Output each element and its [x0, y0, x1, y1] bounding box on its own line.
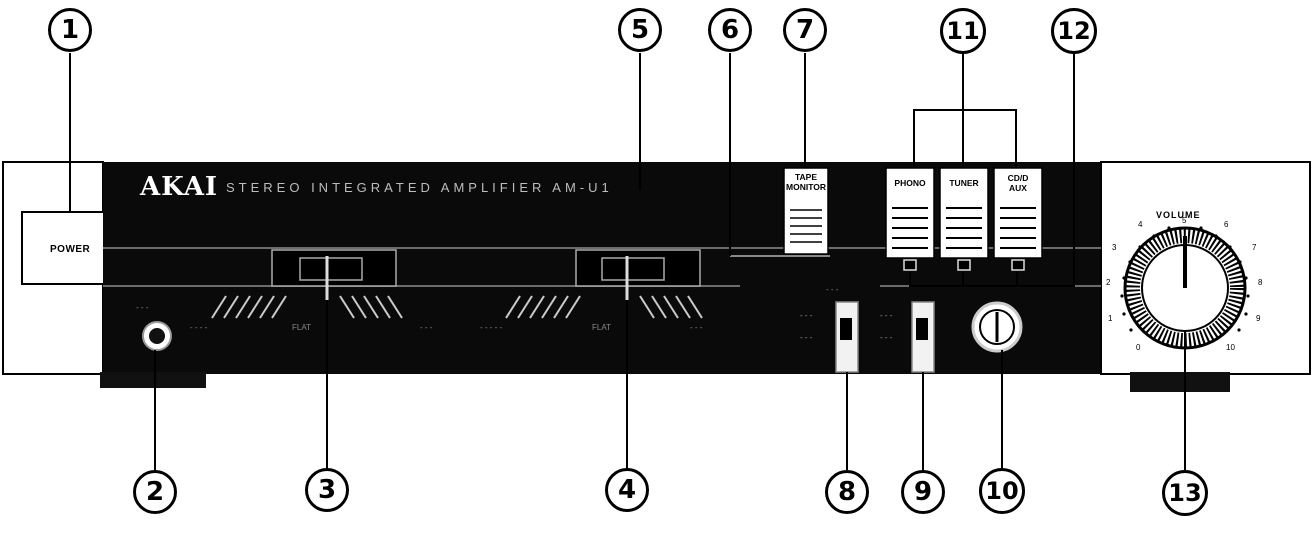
- phono-label: PHONO: [894, 178, 926, 188]
- model-line: STEREO INTEGRATED AMPLIFIER AM-U1: [226, 180, 613, 195]
- svg-text:- - -: - - -: [690, 323, 703, 332]
- svg-text:- - - - -: - - - - -: [480, 323, 503, 332]
- brand-logo: AKAI: [140, 172, 219, 202]
- svg-text:FLAT: FLAT: [292, 323, 311, 332]
- callout-8: 8: [825, 470, 869, 514]
- svg-text:- - -: - - -: [800, 333, 813, 342]
- power-label: POWER: [50, 244, 91, 255]
- left-foot: [100, 372, 206, 388]
- volume-scale-3: 3: [1112, 243, 1117, 252]
- callout-4: 4: [605, 468, 649, 512]
- svg-text:- - -: - - -: [826, 285, 839, 294]
- callout-5: 5: [618, 8, 662, 52]
- svg-text:- - -: - - -: [420, 323, 433, 332]
- power-button: [21, 211, 109, 285]
- callout-3: 3: [305, 468, 349, 512]
- svg-text:- - -: - - -: [136, 303, 149, 312]
- input-indicators: [903, 259, 1025, 271]
- volume-scale-1: 1: [1108, 314, 1113, 323]
- svg-text:- - -: - - -: [880, 311, 893, 320]
- volume-scale-9: 9: [1256, 314, 1261, 323]
- callout-1: 1: [48, 8, 92, 52]
- svg-text:- - - -: - - - -: [190, 323, 208, 332]
- volume-scale-8: 8: [1258, 278, 1263, 287]
- volume-scale-0: 0: [1136, 343, 1141, 352]
- leader-lines: [69, 53, 1186, 470]
- treble-scale-ticks: [505, 295, 703, 319]
- callout-13: 13: [1162, 470, 1208, 516]
- volume-scale-6: 6: [1224, 220, 1229, 229]
- svg-text:FLAT: FLAT: [592, 323, 611, 332]
- input-selector-buttons: [885, 167, 1043, 259]
- callout-9: 9: [901, 470, 945, 514]
- callout-6: 6: [708, 8, 752, 52]
- tuner-label: TUNER: [949, 178, 979, 188]
- svg-text:- - -: - - -: [880, 333, 893, 342]
- volume-scale-5: 5: [1182, 216, 1187, 225]
- volume-label: VOLUME: [1156, 210, 1201, 220]
- volume-scale-4: 4: [1138, 220, 1143, 229]
- svg-text:- - -: - - -: [800, 311, 813, 320]
- tape-monitor-label: TAPE MONITOR: [786, 172, 826, 192]
- cd-aux-label: CD/D AUX: [1007, 173, 1029, 193]
- callout-2: 2: [133, 470, 177, 514]
- callout-10: 10: [979, 468, 1025, 514]
- volume-scale-7: 7: [1252, 243, 1257, 252]
- callout-11: 11: [940, 8, 986, 54]
- callout-12: 12: [1051, 8, 1097, 54]
- callout-7: 7: [783, 8, 827, 52]
- bass-scale-ticks: [211, 295, 403, 319]
- volume-scale-10: 10: [1226, 343, 1235, 352]
- volume-scale-2: 2: [1106, 278, 1111, 287]
- volume-scale-dots: [1120, 226, 1250, 332]
- right-foot: [1130, 372, 1230, 392]
